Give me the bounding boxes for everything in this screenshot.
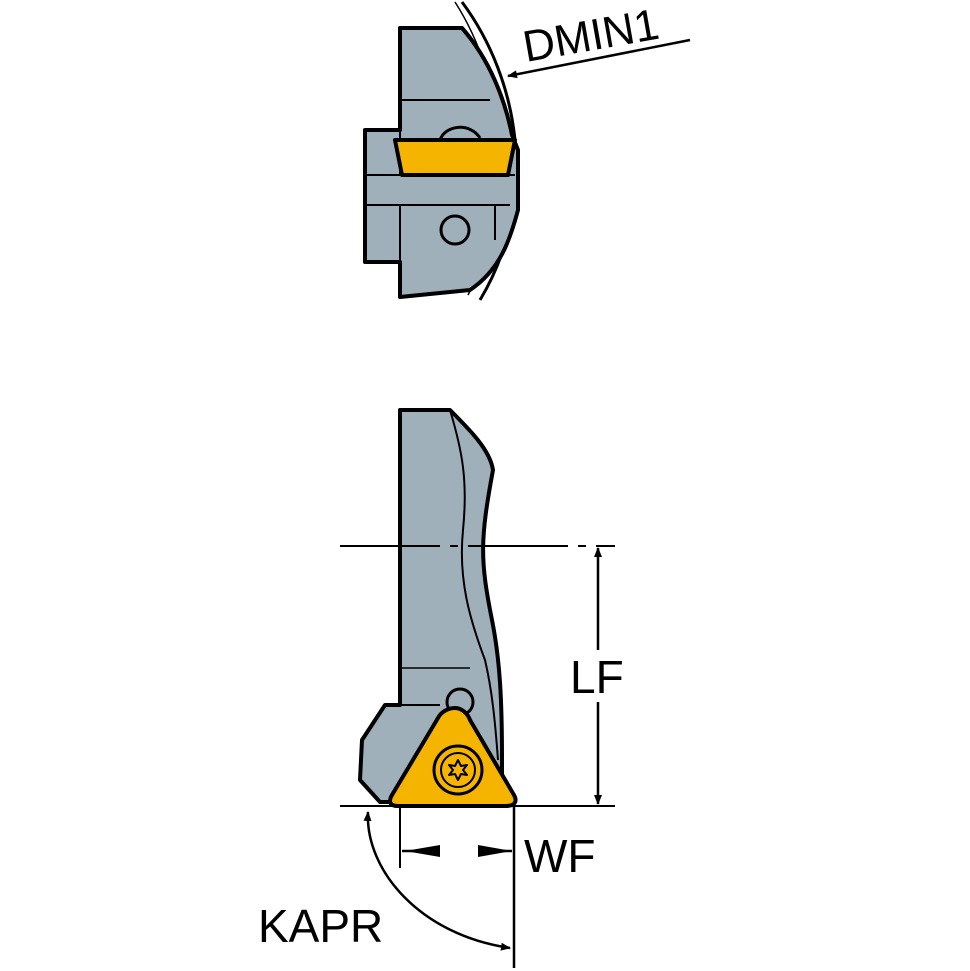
top-view: DMIN1: [363, 0, 691, 301]
lf-label-bg: [570, 650, 632, 702]
torx-screw-icon: [432, 744, 484, 796]
insert-top-view: [393, 138, 517, 177]
kapr-arc: [363, 811, 511, 951]
kapr-label: KAPR: [258, 900, 383, 952]
coolant-hole: [439, 214, 471, 246]
lf-label: LF: [570, 651, 624, 703]
dmin-label: DMIN1: [519, 0, 662, 72]
holder-contour: [449, 409, 499, 761]
side-view: LF WF KAPR: [255, 408, 632, 968]
kapr-label-bg: [255, 900, 405, 952]
wf-arrowhead-right: [478, 845, 512, 857]
clamp-bump: [438, 125, 482, 141]
wf-label: WF: [524, 830, 596, 882]
wf-arrowhead-left: [405, 845, 440, 857]
dmin-leader: [507, 38, 691, 79]
